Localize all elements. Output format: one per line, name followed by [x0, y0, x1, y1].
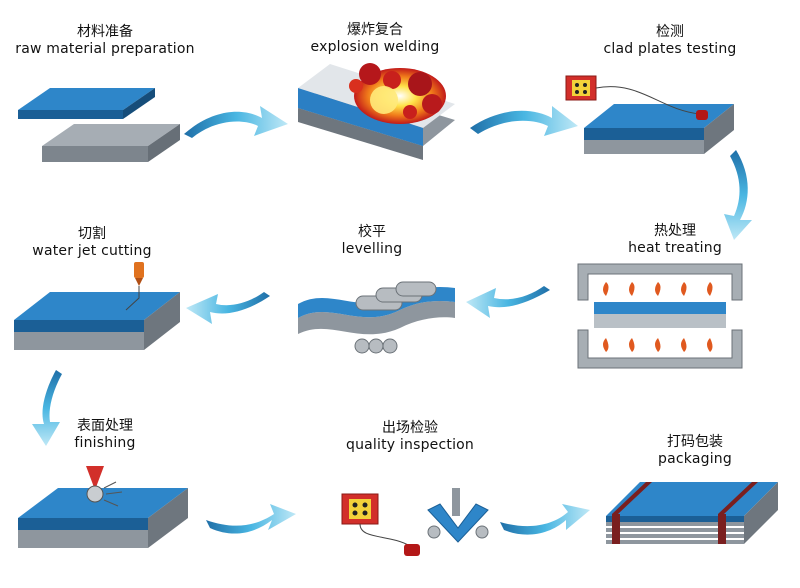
- step-9-title-zh: 打码包装: [667, 434, 723, 450]
- step-1-title-en: raw material preparation: [15, 40, 195, 57]
- arrow-left-icon: [186, 292, 270, 324]
- step-4-title-zh: 热处理: [654, 223, 696, 239]
- step-1-label: 材料准备 raw material preparation: [10, 24, 200, 58]
- step-1-title-zh: 材料准备: [77, 24, 133, 40]
- step-5-label: 校平 levelling: [322, 224, 422, 258]
- arrow-right-icon: [500, 504, 590, 535]
- water-jet-cutting-graphic: [14, 262, 180, 350]
- step-6-title-en: water jet cutting: [32, 242, 152, 259]
- step-5-title-en: levelling: [341, 240, 403, 257]
- arrow-right-icon: [184, 106, 288, 138]
- arrow-right-icon: [470, 106, 578, 136]
- step-7-title-en: finishing: [74, 434, 136, 451]
- raw-material-plates: [18, 88, 180, 162]
- arrow-left-icon: [466, 286, 550, 318]
- step-2-title-en: explosion welding: [310, 38, 440, 55]
- arrow-down-icon: [724, 150, 752, 240]
- explosion-welding-graphic: [298, 63, 455, 160]
- finishing-graphic: [18, 466, 188, 548]
- levelling-rollers: [298, 281, 455, 354]
- step-2-label: 爆炸复合 explosion welding: [290, 22, 460, 56]
- step-3-title-en: clad plates testing: [603, 40, 737, 57]
- arrow-right-icon: [206, 504, 296, 534]
- heat-treating-furnace: [577, 263, 743, 369]
- step-8-label: 出场检验 quality inspection: [330, 420, 490, 454]
- step-2-title-zh: 爆炸复合: [347, 22, 403, 38]
- step-4-label: 热处理 heat treating: [615, 223, 735, 257]
- step-9-label: 打码包装 packaging: [640, 434, 750, 468]
- step-3-label: 检测 clad plates testing: [590, 24, 750, 58]
- packaging-graphic: [606, 482, 778, 544]
- quality-inspection-graphic: [341, 488, 489, 556]
- step-6-label: 切割 water jet cutting: [22, 226, 162, 260]
- step-8-title-zh: 出场检验: [382, 420, 438, 436]
- step-9-title-en: packaging: [658, 450, 732, 467]
- arrow-down-icon: [32, 370, 62, 446]
- step-3-title-zh: 检测: [656, 24, 684, 40]
- clad-plate-testing-graphic: [565, 75, 734, 154]
- step-7-title-zh: 表面处理: [77, 418, 133, 434]
- step-8-title-en: quality inspection: [345, 436, 474, 453]
- step-4-title-en: heat treating: [628, 239, 722, 256]
- step-6-title-zh: 切割: [78, 226, 106, 242]
- step-5-title-zh: 校平: [358, 224, 386, 240]
- step-7-label: 表面处理 finishing: [50, 418, 160, 452]
